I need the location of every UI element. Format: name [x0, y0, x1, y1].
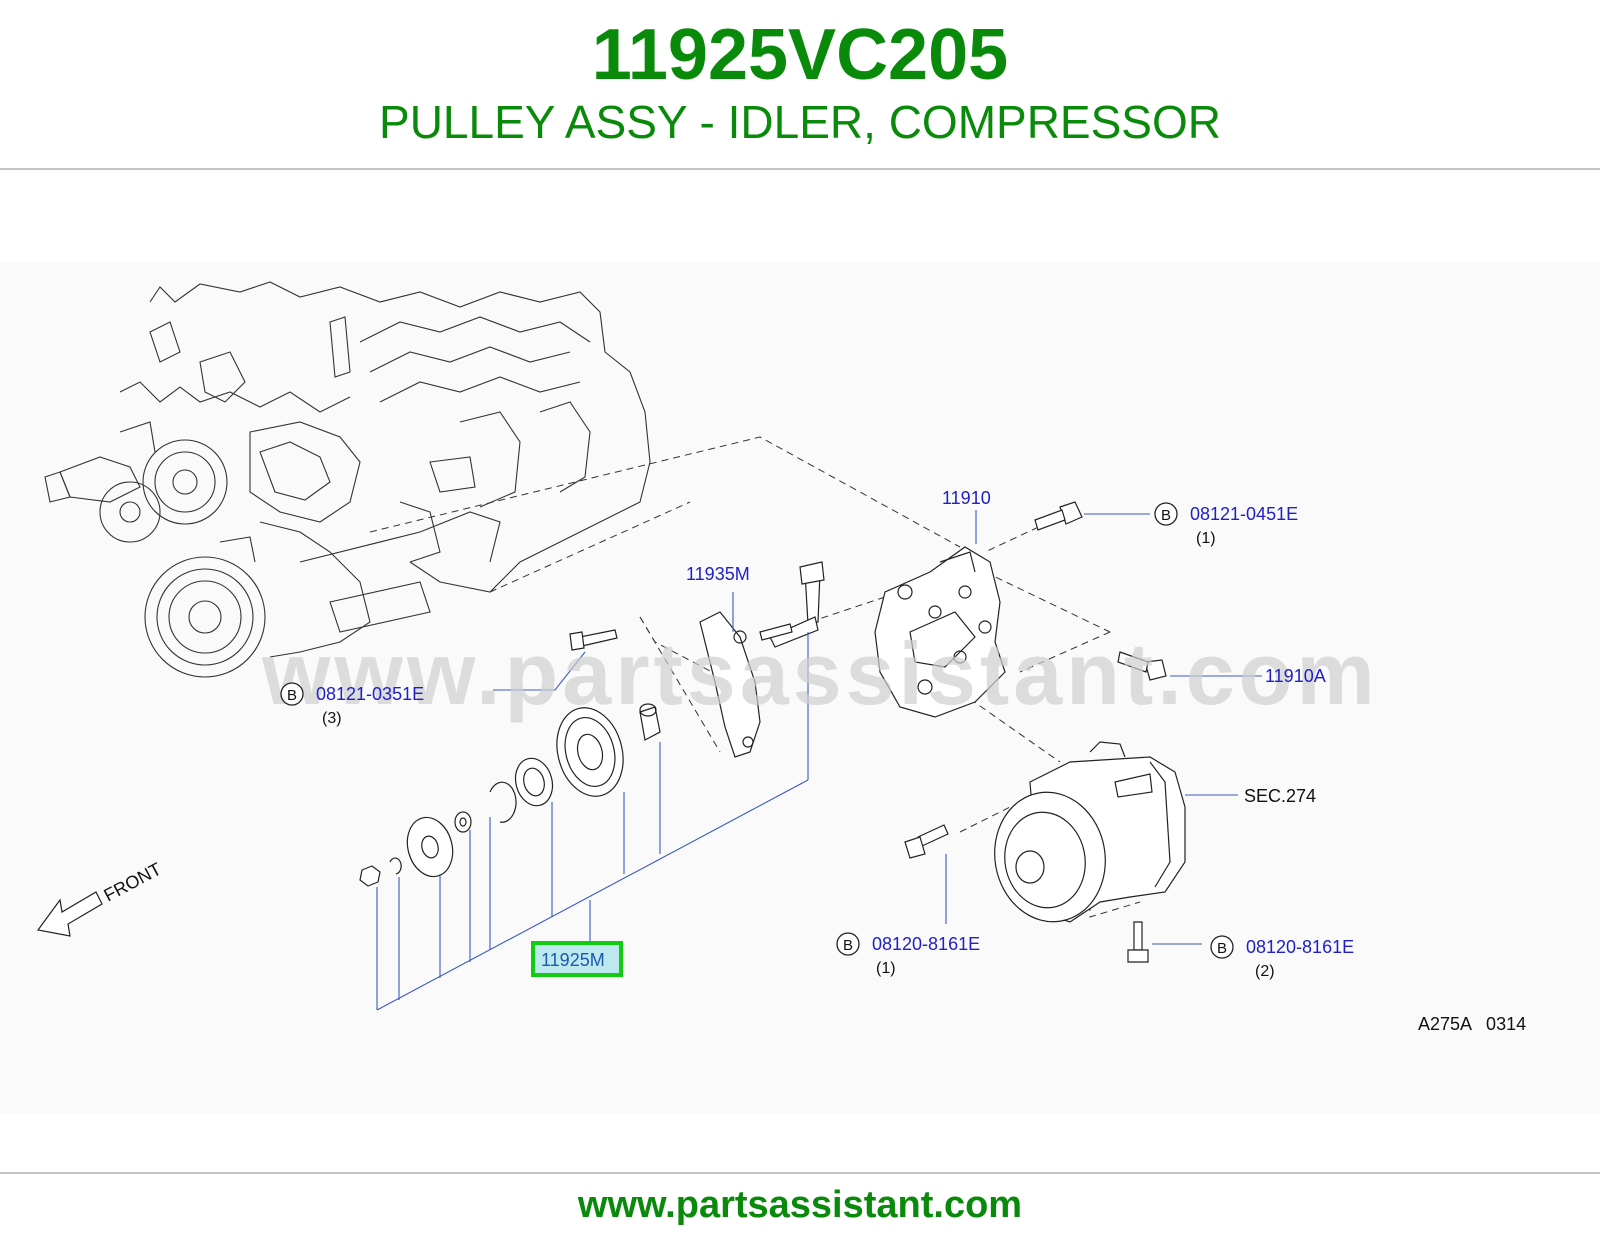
callout-08120-8161e-a[interactable]: 08120-8161E — [872, 934, 980, 954]
bolt-marker-b-1 — [1154, 502, 1178, 526]
parts-diagram: www.partsassistant.com FRONT 11910 B 081… — [36, 281, 1526, 1034]
bolt-marker-b-3 — [836, 932, 860, 956]
header: 11925VC205 PULLEY ASSY - IDLER, COMPRESS… — [0, 0, 1600, 170]
part-name-subtitle: PULLEY ASSY - IDLER, COMPRESSOR — [379, 96, 1221, 148]
bolt-marker-b-4 — [1210, 935, 1234, 959]
callout-sec274[interactable]: SEC.274 — [1244, 786, 1316, 806]
bolt-marker-text-2: B — [287, 687, 297, 704]
footer-divider — [0, 1172, 1600, 1174]
callout-11925m[interactable]: 11925M — [541, 950, 605, 970]
highlight-box-11925m — [531, 941, 623, 977]
figure-code: A275A 0314 — [1418, 1014, 1526, 1034]
bracket-11910 — [874, 546, 1006, 718]
qty-08121-0351e: (3) — [322, 710, 342, 727]
callout-11910a[interactable]: 11910A — [1265, 666, 1326, 686]
qty-08120-8161e-a: (1) — [876, 960, 896, 977]
leader-lines — [376, 510, 1262, 1011]
bracket-bolts — [904, 501, 1167, 963]
callout-11935m[interactable]: 11935M — [686, 564, 750, 584]
watermark: www.partsassistant.com — [261, 624, 1379, 723]
callout-11910[interactable]: 11910 — [942, 488, 991, 508]
footer-url-link[interactable]: www.partsassistant.com — [577, 1184, 1023, 1226]
part-number-title: 11925VC205 — [591, 15, 1009, 95]
front-arrow: FRONT — [36, 859, 165, 937]
compressor-sec274 — [994, 741, 1186, 923]
header-divider — [0, 168, 1600, 170]
engine-illustration — [44, 281, 651, 678]
bolt-marker-text-1: B — [1161, 507, 1171, 524]
qty-08121-0451e: (1) — [1196, 530, 1216, 547]
bolt-marker-b-2 — [280, 682, 304, 706]
callout-08121-0451e[interactable]: 08121-0451E — [1190, 504, 1298, 524]
adjuster-11935m — [699, 561, 825, 758]
callout-08120-8161e-b[interactable]: 08120-8161E — [1246, 937, 1354, 957]
qty-08120-8161e-b: (2) — [1255, 963, 1275, 980]
callout-08121-0351e[interactable]: 08121-0351E — [316, 684, 424, 704]
front-label: FRONT — [100, 859, 164, 906]
bolt-marker-text-4: B — [1217, 940, 1227, 957]
bolt-marker-text-3: B — [843, 937, 853, 954]
idler-pulley-parts — [359, 623, 793, 887]
